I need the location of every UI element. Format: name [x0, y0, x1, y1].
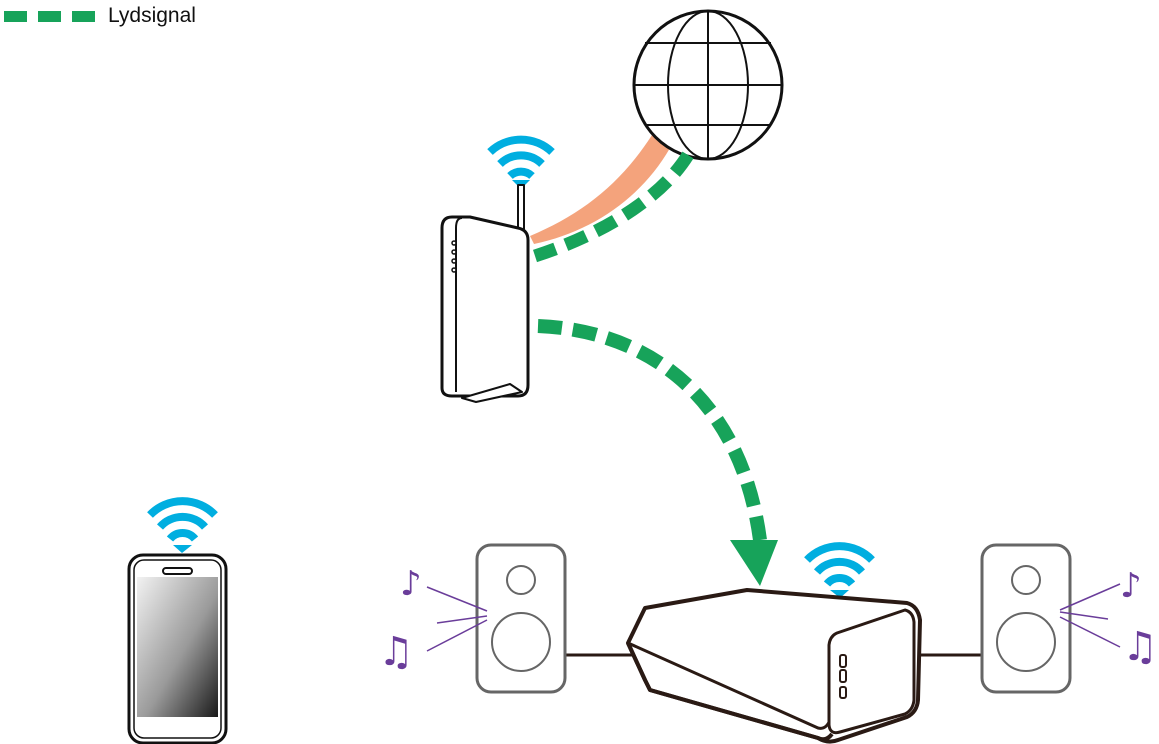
audio-signal-internet-router: [533, 151, 694, 263]
internet-link: [530, 135, 670, 244]
legend: Lydsignal: [4, 4, 196, 28]
legend-dash-swatch: [4, 10, 27, 22]
legend-dash-swatch: [38, 10, 61, 22]
legend-label: Lydsignal: [108, 4, 196, 27]
audio-signal-router-amplifier: [537, 319, 767, 541]
amplifier-icon: [626, 588, 922, 744]
arrow-head: [730, 540, 778, 586]
speaker-icon-right: [980, 543, 1072, 694]
router-icon: [440, 184, 530, 403]
music-note-icon: ♪: [1120, 566, 1142, 606]
wifi-icon: [147, 497, 218, 542]
smartphone-icon: [127, 553, 228, 744]
globe-icon: [632, 9, 784, 161]
music-note-icon: ♪: [400, 564, 422, 604]
wifi-dot: [173, 545, 192, 553]
music-notes-icon: ♫: [1122, 624, 1158, 670]
wifi-icon: [487, 135, 555, 180]
wifi-icon: [804, 542, 875, 587]
sound-lines-left: [426, 586, 488, 652]
speaker-icon-left: [475, 543, 567, 694]
wifi-dot: [830, 590, 849, 598]
sound-lines-right: [1059, 583, 1121, 648]
music-notes-icon: ♫: [378, 629, 414, 675]
legend-dash-swatch: [72, 10, 95, 22]
